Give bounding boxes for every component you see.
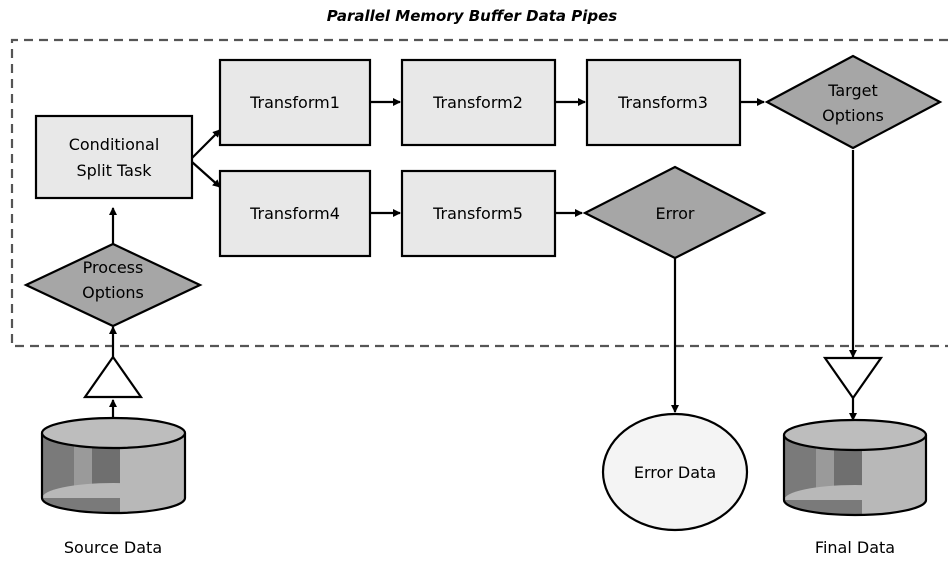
- error-data-label: Error Data: [634, 463, 716, 482]
- target-options-label-line2: Options: [822, 106, 884, 125]
- transform2-label: Transform2: [432, 93, 523, 112]
- conditional-split-label-line1: Conditional: [69, 135, 160, 154]
- transform5-label: Transform5: [432, 204, 523, 223]
- arrow-split-to-transform4: [191, 161, 221, 188]
- transform1-label: Transform1: [249, 93, 340, 112]
- target-options-label-line1: Target: [827, 81, 878, 100]
- source-data-label: Source Data: [64, 538, 162, 557]
- output-triangle: [822, 356, 884, 400]
- transform3-label: Transform3: [617, 93, 708, 112]
- transform4-box: Transform4: [218, 169, 372, 258]
- connectors: [109, 98, 857, 421]
- transform4-label: Transform4: [249, 204, 340, 223]
- transform5-box: Transform5: [400, 169, 557, 258]
- error-label: Error: [656, 204, 695, 223]
- source-data-cylinder: [40, 416, 187, 515]
- final-data-label: Final Data: [815, 538, 895, 557]
- process-options-label-line2: Options: [82, 283, 144, 302]
- error-data-circle: Error Data: [601, 412, 749, 532]
- final-data-cylinder: [782, 418, 928, 517]
- diagram-title: Parallel Memory Buffer Data Pipes: [327, 7, 617, 25]
- transform2-box: Transform2: [400, 58, 557, 147]
- process-options-label-line1: Process: [83, 258, 144, 277]
- process-options-diamond: Process Options: [23, 242, 203, 328]
- input-triangle: [82, 355, 144, 399]
- arrow-split-to-transform1: [191, 129, 221, 159]
- conditional-split-label-line2: Split Task: [76, 161, 152, 180]
- target-options-diamond: Target Options: [764, 54, 943, 150]
- error-diamond: Error: [582, 165, 767, 260]
- transform1-box: Transform1: [218, 58, 372, 147]
- conditional-split-task: Conditional Split Task: [34, 114, 194, 200]
- transform3-box: Transform3: [585, 58, 742, 147]
- buffer-boundary: [10, 38, 948, 348]
